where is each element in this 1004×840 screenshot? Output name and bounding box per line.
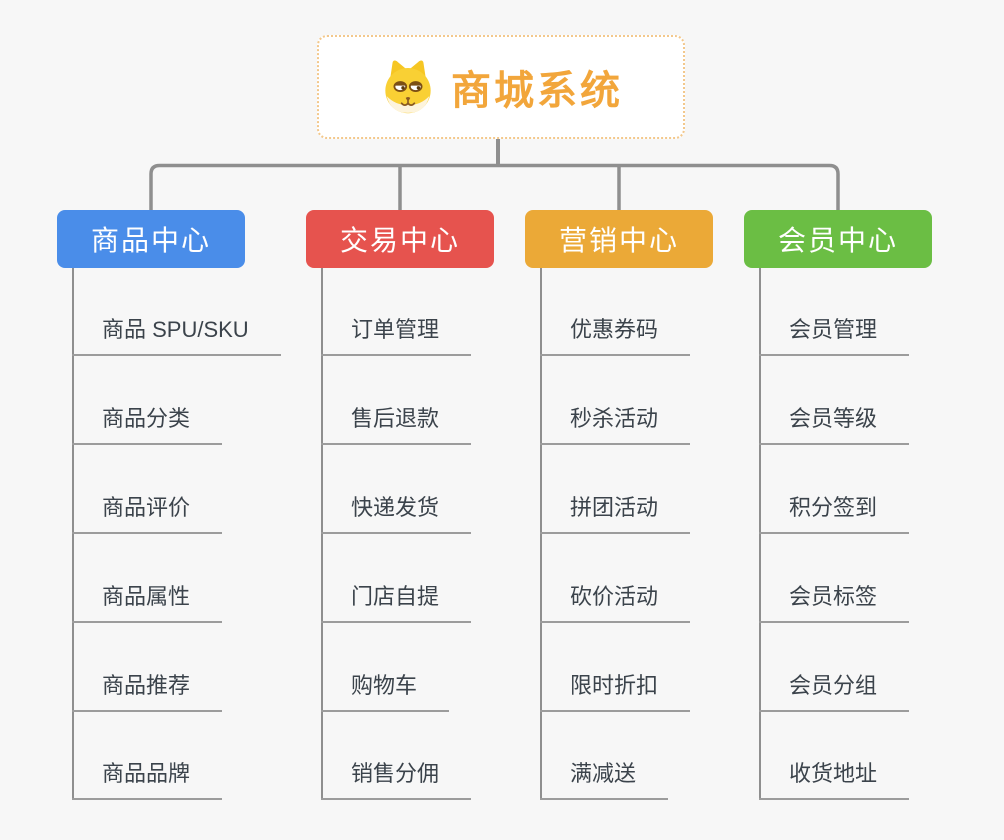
- branch-item[interactable]: 商品推荐: [72, 668, 223, 712]
- branch-item[interactable]: 售后退款: [321, 401, 472, 445]
- branch-item[interactable]: 限时折扣: [540, 668, 691, 712]
- branch-item[interactable]: 商品属性: [72, 579, 223, 623]
- branch-item[interactable]: 秒杀活动: [540, 401, 691, 445]
- branch-item[interactable]: 砍价活动: [540, 579, 691, 623]
- branch-item[interactable]: 商品分类: [72, 401, 223, 445]
- branch-item[interactable]: 销售分佣: [321, 756, 472, 800]
- branch-item[interactable]: 会员管理: [759, 312, 910, 356]
- branch-item[interactable]: 收货地址: [759, 756, 910, 800]
- dog-face-icon: [379, 58, 437, 116]
- branch-item[interactable]: 满减送: [540, 756, 669, 800]
- branch-item[interactable]: 拼团活动: [540, 490, 691, 534]
- branch-node-product[interactable]: 商品中心: [57, 210, 245, 268]
- branch-item[interactable]: 订单管理: [321, 312, 472, 356]
- branch-node-marketing[interactable]: 营销中心: [525, 210, 713, 268]
- branch-node-trade[interactable]: 交易中心: [306, 210, 494, 268]
- branch-item[interactable]: 门店自提: [321, 579, 472, 623]
- root-node[interactable]: 商城系统: [317, 35, 685, 139]
- branch-item[interactable]: 商品品牌: [72, 756, 223, 800]
- branch-item[interactable]: 优惠券码: [540, 312, 691, 356]
- branch-item[interactable]: 商品评价: [72, 490, 223, 534]
- branch-item[interactable]: 会员等级: [759, 401, 910, 445]
- branch-item[interactable]: 快递发货: [321, 490, 472, 534]
- branch-node-member[interactable]: 会员中心: [744, 210, 932, 268]
- branch-item[interactable]: 会员分组: [759, 668, 910, 712]
- branch-item[interactable]: 会员标签: [759, 579, 910, 623]
- branch-item[interactable]: 商品 SPU/SKU: [72, 312, 281, 356]
- root-title: 商城系统: [451, 69, 623, 113]
- branch-item[interactable]: 购物车: [321, 668, 450, 712]
- branch-item[interactable]: 积分签到: [759, 490, 910, 534]
